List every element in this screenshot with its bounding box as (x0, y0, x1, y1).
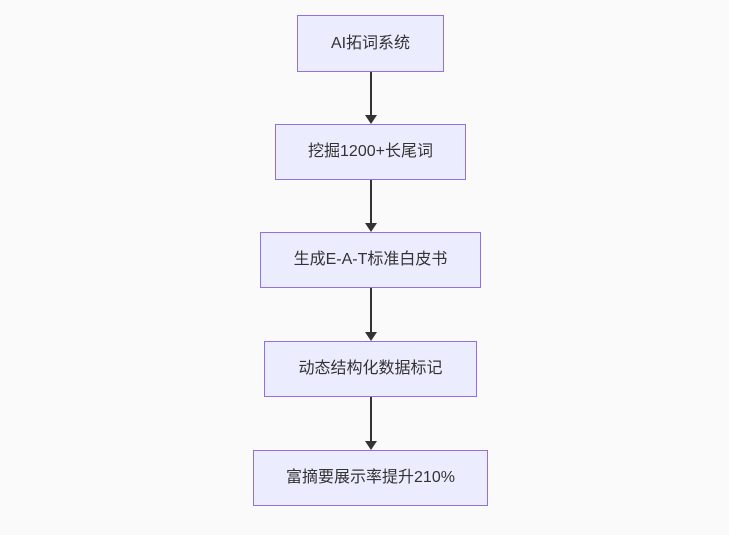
arrowhead-down-icon (364, 441, 377, 450)
arrowhead-down-icon (364, 332, 377, 341)
node-label: 富摘要展示率提升210% (286, 469, 455, 486)
flowchart-node-rich-snippet-rate: 富摘要展示率提升210% (253, 450, 488, 506)
flowchart-node-longtail-mining: 挖掘1200+长尾词 (275, 124, 466, 180)
node-label: 生成E-A-T标准白皮书 (293, 251, 448, 268)
flow-arrow-3 (364, 288, 377, 341)
arrow-line (369, 288, 372, 332)
flow-arrow-4 (364, 397, 377, 450)
arrow-line (369, 397, 372, 441)
flowchart-node-structured-data-markup: 动态结构化数据标记 (264, 341, 477, 397)
node-label: AI拓词系统 (330, 34, 411, 52)
arrow-line (369, 72, 372, 115)
arrow-line (369, 180, 372, 223)
flowchart-node-ai-keyword-system: AI拓词系统 (297, 15, 444, 72)
arrowhead-down-icon (364, 223, 377, 232)
flow-arrow-2 (364, 180, 377, 232)
flowchart-node-eat-whitepaper: 生成E-A-T标准白皮书 (260, 232, 481, 288)
arrowhead-down-icon (364, 115, 377, 124)
node-label: 挖掘1200+长尾词 (308, 143, 433, 160)
node-label: 动态结构化数据标记 (298, 360, 443, 377)
flow-arrow-1 (364, 72, 377, 124)
